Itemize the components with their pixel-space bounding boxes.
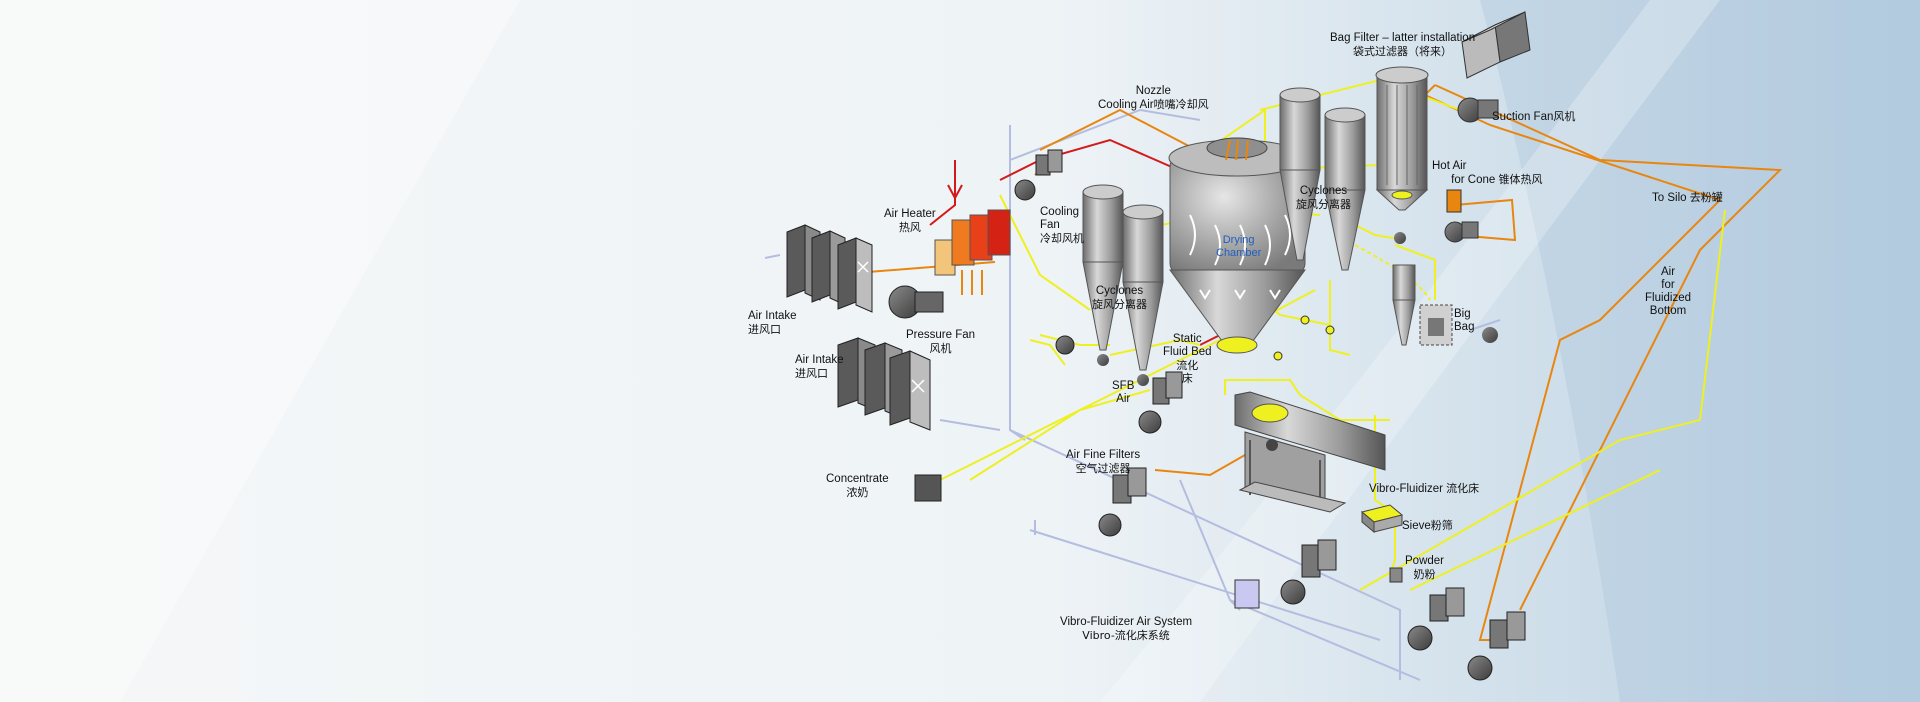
cooling-fan bbox=[1014, 149, 1063, 201]
vibro-fluidizer bbox=[1234, 391, 1386, 513]
cyclones-left bbox=[1082, 184, 1164, 386]
concentrate-feed bbox=[914, 474, 942, 502]
label-hot-air: Hot Air for Cone 锥体热风 bbox=[1432, 160, 1543, 186]
bag-filter-future bbox=[1461, 11, 1531, 79]
air-intake-1 bbox=[786, 224, 873, 313]
pressure-fan bbox=[888, 285, 944, 319]
label-to-silo: To Silo 去粉罐 bbox=[1652, 191, 1723, 204]
bag-filter bbox=[1375, 66, 1429, 244]
sfb-air-unit bbox=[1055, 335, 1183, 434]
fines-cyclone bbox=[1392, 264, 1416, 346]
big-bag bbox=[1419, 304, 1498, 346]
cone-air-heater bbox=[1444, 189, 1479, 243]
valves bbox=[1273, 315, 1335, 361]
sieve bbox=[1360, 504, 1404, 534]
label-sieve: Sieve粉筛 bbox=[1402, 519, 1453, 532]
label-vibro-fluidizer: Vibro-Fluidizer 流化床 bbox=[1369, 482, 1480, 495]
suction-fan bbox=[1457, 97, 1499, 123]
air-intake-2 bbox=[837, 337, 931, 431]
drying-chamber bbox=[1168, 137, 1306, 354]
powder-return-dotted bbox=[1354, 244, 1431, 301]
air-heater bbox=[934, 160, 1011, 295]
vibro-air-fans bbox=[1234, 539, 1526, 681]
label-suction-fan: Suction Fan风机 bbox=[1492, 110, 1576, 123]
air-fine-filters bbox=[1098, 467, 1147, 537]
cyclones-right bbox=[1279, 87, 1366, 271]
powder-outlet bbox=[1389, 567, 1403, 583]
